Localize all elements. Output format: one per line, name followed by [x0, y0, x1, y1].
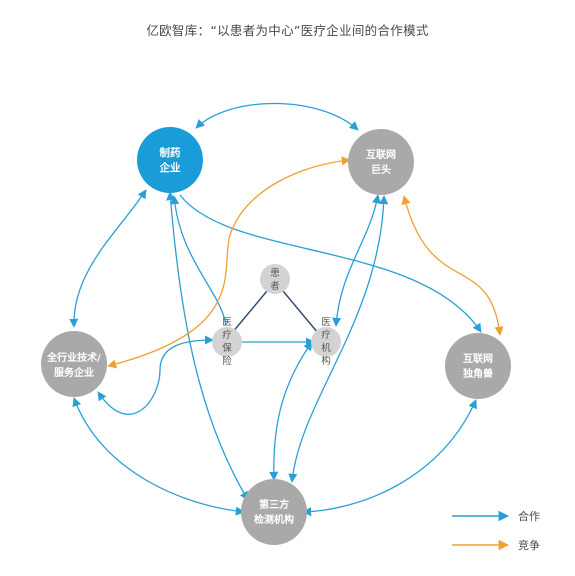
svg-text:服务企业: 服务企业 [54, 366, 94, 379]
svg-text:制药: 制药 [160, 146, 181, 159]
edge-pharma-unicorn [179, 194, 482, 333]
edge-tech-giant-competition [107, 156, 351, 369]
edge-pharma-giant [195, 102, 359, 131]
edge-giant-unicorn-competition [401, 195, 504, 336]
legend-cooperation-label: 合作 [518, 509, 540, 523]
svg-text:疗: 疗 [321, 329, 331, 341]
legend: 合作 竞争 [452, 509, 540, 552]
svg-text:险: 险 [222, 355, 232, 367]
svg-text:巨头: 巨头 [371, 163, 391, 176]
svg-text:互联网: 互联网 [366, 148, 396, 161]
legend-competition-label: 竞争 [518, 538, 540, 552]
svg-text:者: 者 [270, 281, 280, 292]
node-patient: 患 者 [260, 264, 290, 294]
node-pharma: 制药 企业 [137, 127, 203, 193]
node-internet-unicorn: 互联网 独角兽 [445, 333, 511, 399]
edge-pharma-insurance [170, 195, 227, 326]
legend-cooperation: 合作 [452, 509, 540, 523]
node-third-party-lab: 第三方 检测机构 [241, 479, 307, 545]
svg-text:机: 机 [321, 342, 331, 354]
svg-text:医: 医 [321, 317, 331, 328]
edge-institution-lab [269, 341, 313, 481]
triangle-edge-right [282, 290, 319, 334]
edge-tech-lab [72, 397, 245, 516]
edge-pharma-tech [69, 189, 147, 328]
svg-text:第三方: 第三方 [259, 498, 289, 511]
svg-text:互联网: 互联网 [463, 352, 493, 365]
svg-text:检测机构: 检测机构 [254, 513, 294, 526]
svg-text:医: 医 [222, 317, 232, 328]
node-internet-giant: 互联网 巨头 [348, 129, 414, 195]
diagram-title: 亿欧智库：“以患者为中心”医疗企业间的合作模式 [146, 23, 429, 38]
node-tech-service: 全行业技术/ 服务企业 [41, 331, 107, 397]
svg-text:全行业技术/: 全行业技术/ [46, 351, 101, 364]
svg-text:疗: 疗 [222, 329, 232, 341]
svg-text:保: 保 [222, 342, 232, 354]
edge-unicorn-lab [302, 399, 477, 517]
triangle-edge-left [231, 290, 268, 334]
svg-text:独角兽: 独角兽 [463, 367, 493, 380]
svg-text:患: 患 [270, 267, 280, 279]
node-medical-insurance: 医 疗 保 险 [212, 317, 242, 367]
svg-text:构: 构 [321, 355, 331, 367]
node-medical-institution: 医 疗 机 构 [311, 317, 341, 367]
svg-text:企业: 企业 [159, 161, 181, 174]
legend-competition: 竞争 [452, 538, 540, 552]
